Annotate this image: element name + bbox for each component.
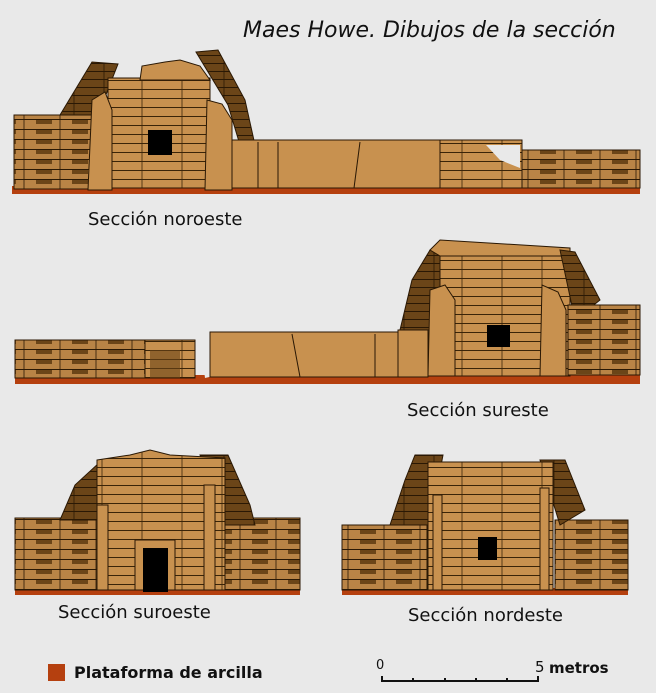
- diagram-title: Maes Howe. Dibujos de la sección: [243, 18, 616, 43]
- scale-start: 0: [376, 658, 385, 673]
- clay-platform: [15, 375, 640, 384]
- passage-opening: [148, 130, 172, 155]
- scale-unit: metros: [549, 659, 609, 677]
- section-label-noroeste: Sección noroeste: [88, 209, 243, 230]
- section-nordeste-drawing: [341, 454, 629, 595]
- section-label-suroeste: Sección suroeste: [58, 602, 211, 623]
- legend-label: Plataforma de arcilla: [74, 663, 263, 682]
- legend: Plataforma de arcilla: [48, 663, 263, 682]
- scale-bar: [381, 676, 539, 682]
- section-label-sureste: Sección sureste: [407, 400, 549, 421]
- clay-swatch-icon: [48, 664, 65, 681]
- section-suroeste-drawing: [14, 449, 301, 595]
- section-sureste-drawing: [14, 239, 641, 384]
- passage-opening: [487, 325, 510, 347]
- section-noroeste-drawing: [12, 49, 641, 194]
- passage-opening: [478, 537, 497, 560]
- scale-end: 5: [535, 658, 545, 676]
- clay-platform: [12, 186, 640, 194]
- clay-platform: [342, 588, 628, 595]
- section-label-nordeste: Sección nordeste: [408, 605, 563, 626]
- passage-opening: [143, 548, 168, 592]
